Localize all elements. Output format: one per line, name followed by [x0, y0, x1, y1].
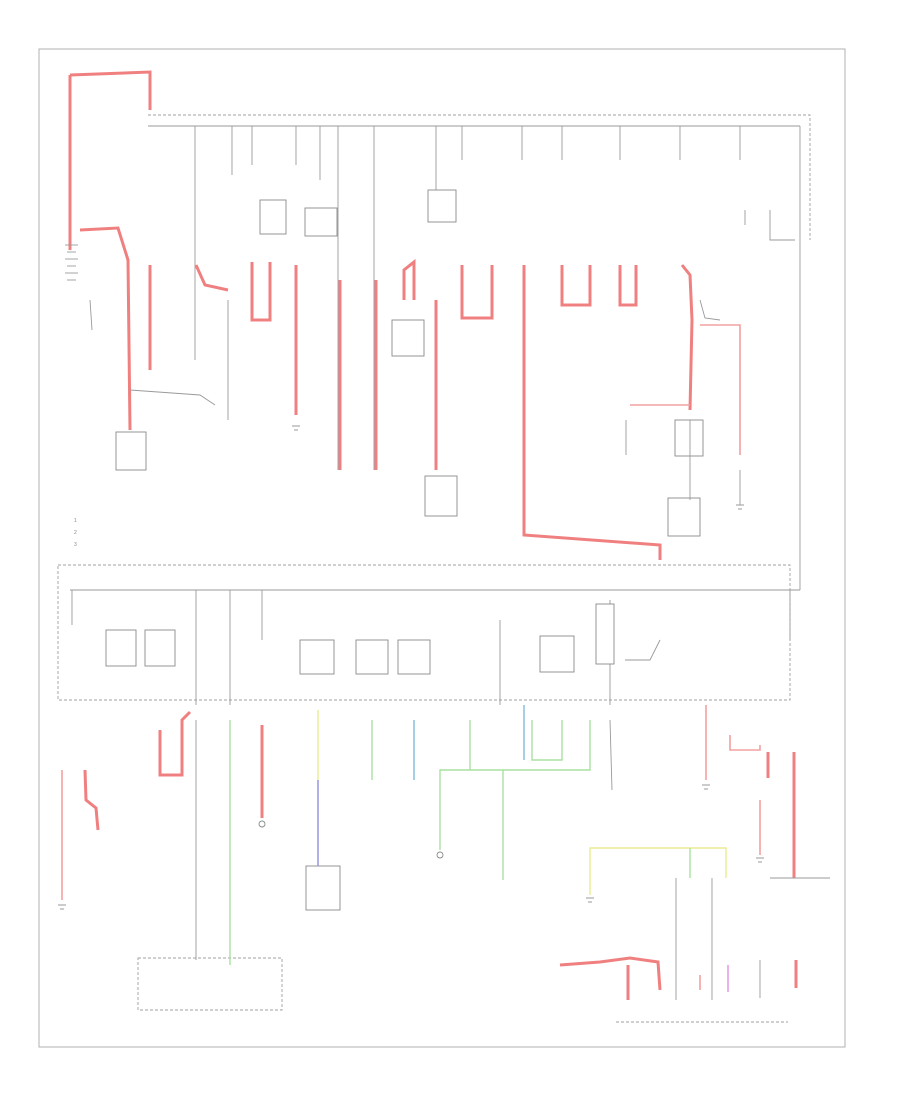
red-wire-11	[618, 265, 638, 307]
red-wire-b2	[83, 769, 100, 831]
battery-feed-wire	[69, 70, 152, 110]
red-wire-12	[680, 264, 694, 411]
bottom-fuse-drops	[71, 590, 791, 705]
component-box	[105, 629, 137, 667]
red-wire-b3	[158, 710, 192, 777]
legend-marker-3: 3	[74, 542, 77, 548]
component-box	[305, 865, 341, 911]
connector-point	[436, 851, 444, 859]
component-box	[427, 189, 457, 223]
module-outline	[137, 957, 283, 1011]
legend: 1 2 3	[74, 518, 77, 548]
battery-symbol	[65, 244, 78, 281]
relay-box	[674, 419, 704, 457]
component-box	[355, 639, 389, 675]
ground-symbol	[756, 857, 764, 863]
yellow-wire-2	[589, 847, 727, 895]
fuse-box-2-outline	[57, 564, 791, 701]
component-box	[304, 207, 338, 237]
battery-to-starter-wire	[79, 226, 132, 431]
component-box	[424, 475, 458, 517]
red-wire-6	[402, 258, 416, 300]
connector-point	[258, 820, 266, 828]
top-fuse-drops	[194, 126, 741, 470]
gray-wire	[625, 639, 661, 661]
top-section: 1 2 3	[65, 70, 811, 590]
green-wire-6	[531, 720, 563, 761]
ground-symbol	[58, 904, 66, 910]
red-wire-8	[460, 265, 494, 320]
red-wire-10	[560, 265, 592, 307]
component-box	[259, 199, 287, 235]
red-wire-b10	[559, 956, 662, 991]
green-wire-3	[439, 720, 591, 850]
gray-wire	[609, 719, 613, 791]
ground-symbol	[736, 504, 744, 510]
ground-symbol	[292, 425, 300, 431]
gray-wire	[769, 210, 795, 241]
gray-wire	[129, 389, 216, 406]
component-box	[667, 497, 701, 537]
ground-symbol	[702, 784, 710, 790]
red-wire-1	[194, 264, 229, 292]
red-wire-9	[522, 265, 662, 560]
red-wire-b6	[729, 735, 761, 751]
component-box	[595, 603, 615, 665]
legend-marker-1: 1	[74, 518, 77, 524]
starter-motor-box	[115, 431, 147, 471]
component-box	[539, 635, 575, 673]
gray-wire	[89, 299, 93, 331]
component-box	[391, 319, 425, 357]
red-wire-2	[250, 262, 272, 322]
component-box	[144, 629, 176, 667]
red-wire-13	[700, 324, 741, 455]
diagram-frame	[38, 48, 846, 1048]
component-box	[299, 639, 335, 675]
gray-wire	[699, 299, 721, 321]
component-box	[397, 639, 431, 675]
legend-marker-2: 2	[74, 530, 77, 536]
ground-symbol	[586, 897, 594, 903]
bottom-section	[58, 590, 830, 1023]
fuse-box-outline	[148, 114, 811, 240]
